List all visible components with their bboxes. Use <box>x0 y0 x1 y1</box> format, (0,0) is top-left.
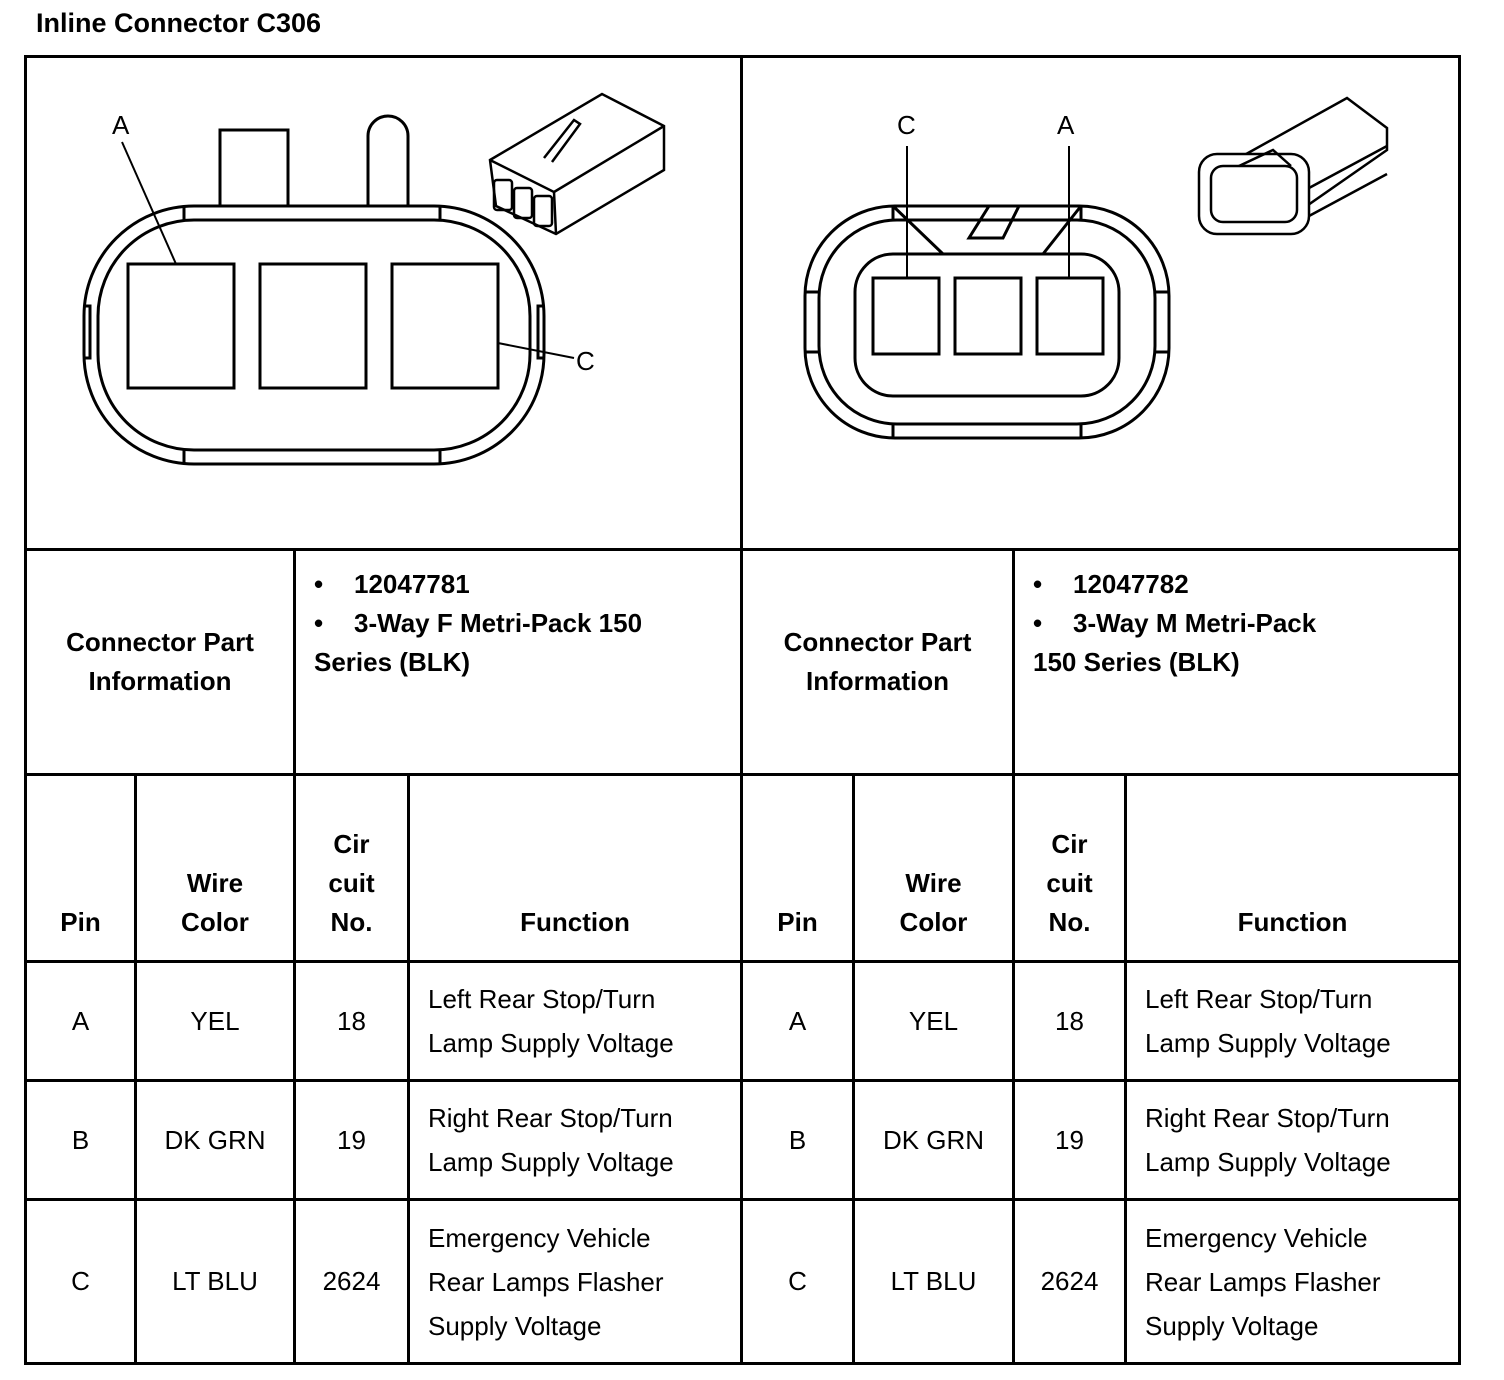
function-cell: Left Rear Stop/Turn Lamp Supply Voltage <box>410 963 740 1079</box>
bullet-icon: • <box>314 608 324 638</box>
circuit-cell: 19 <box>337 1124 366 1155</box>
function-cell: Right Rear Stop/Turn Lamp Supply Voltage <box>1127 1082 1458 1198</box>
bullet-icon: • <box>1033 569 1043 599</box>
function-cell: Emergency Vehicle Rear Lamps Flasher Sup… <box>410 1201 740 1362</box>
function-cell: Left Rear Stop/Turn Lamp Supply Voltage <box>1127 963 1458 1079</box>
function-text: Emergency Vehicle Rear Lamps Flasher Sup… <box>428 1222 664 1341</box>
left-part-description-1: 3-Way F Metri-Pack 150 <box>354 608 643 638</box>
left-header-pin: Pin <box>60 907 101 937</box>
function-cell: Right Rear Stop/Turn Lamp Supply Voltage <box>410 1082 740 1198</box>
circuit-cell: 2624 <box>322 1266 381 1296</box>
right-part-description-1: 3-Way M Metri-Pack <box>1073 608 1317 638</box>
left-header-circuit-no: Cir cuit No. <box>328 829 375 937</box>
pin-cell: B <box>788 1124 807 1155</box>
left-part-description-2: Series (BLK) <box>314 647 471 677</box>
right-part-description-2: 150 Series (BLK) <box>1033 647 1240 677</box>
pin-cell: A <box>71 1005 90 1036</box>
right-pin-c-label: C <box>897 110 916 140</box>
pin-cell: C <box>788 1266 807 1296</box>
function-text: Left Rear Stop/Turn Lamp Supply Voltage <box>428 984 674 1058</box>
function-text: Right Rear Stop/Turn Lamp Supply Voltage <box>1145 1103 1391 1177</box>
right-part-number: 12047782 <box>1073 569 1189 599</box>
circuit-cell: 19 <box>1055 1124 1084 1155</box>
bullet-icon: • <box>1033 608 1043 638</box>
right-part-info-label: Connector Part Information <box>783 627 972 696</box>
wire-color-cell: YEL <box>908 1005 959 1036</box>
left-header-wire-color: Wire Color <box>181 868 249 937</box>
wire-color-cell: LT BLU <box>890 1266 977 1296</box>
wire-color-cell: YEL <box>190 1005 240 1036</box>
right-header-circuit-no: Cir cuit No. <box>1046 829 1093 937</box>
circuit-cell: 2624 <box>1040 1266 1099 1296</box>
wire-color-cell: DK GRN <box>882 1124 985 1155</box>
left-pin-c-label: C <box>576 346 595 376</box>
function-text: Emergency Vehicle Rear Lamps Flasher Sup… <box>1145 1222 1381 1341</box>
right-header-pin: Pin <box>777 907 818 937</box>
male-connector-thumbnail-icon <box>1197 96 1389 236</box>
female-connector-thumbnail-icon <box>488 92 666 236</box>
right-header-function: Function <box>1237 907 1348 937</box>
wire-color-cell: DK GRN <box>164 1124 266 1155</box>
pin-cell: C <box>71 1266 90 1296</box>
male-connector-face-diagram: C A <box>803 96 1389 440</box>
pin-cell: A <box>788 1005 807 1036</box>
right-pin-a-label: A <box>1057 110 1075 140</box>
wire-color-cell: LT BLU <box>172 1266 258 1296</box>
function-text: Right Rear Stop/Turn Lamp Supply Voltage <box>428 1103 674 1177</box>
page-title: Inline Connector C306 <box>36 8 322 38</box>
left-pin-a-label: A <box>112 110 130 140</box>
bullet-icon: • <box>314 569 324 599</box>
function-text: Left Rear Stop/Turn Lamp Supply Voltage <box>1145 984 1391 1058</box>
left-part-number: 12047781 <box>354 569 470 599</box>
left-part-info-label: Connector Part Information <box>66 627 254 696</box>
left-part-info: • 12047781 • 3-Way F Metri-Pack 150 Series… <box>296 551 740 773</box>
function-cell: Emergency Vehicle Rear Lamps Flasher Sup… <box>1127 1201 1458 1362</box>
circuit-cell: 18 <box>337 1005 366 1036</box>
left-header-function: Function <box>520 907 630 937</box>
right-part-info: • 12047782 • 3-Way M Metri-Pack 150 Series… <box>1015 551 1458 773</box>
female-connector-face-diagram: A C <box>82 92 666 466</box>
circuit-cell: 18 <box>1055 1005 1084 1036</box>
pin-cell: B <box>71 1124 90 1155</box>
right-header-wire-color: Wire Color <box>899 868 968 937</box>
